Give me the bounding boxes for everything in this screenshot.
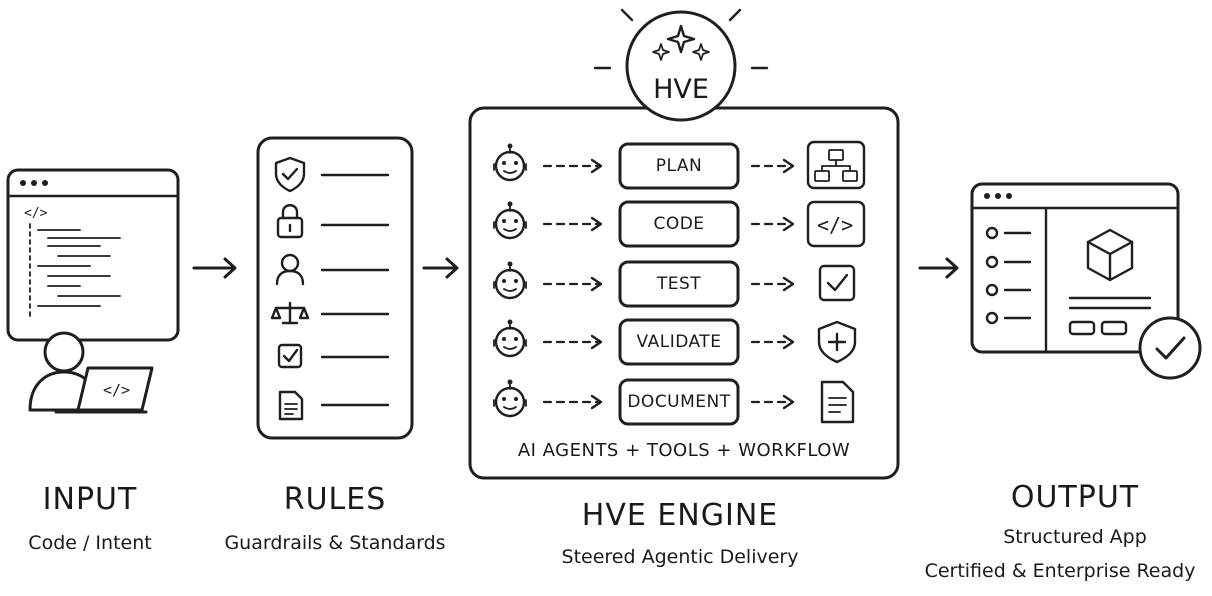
hve-badge-label: HVE: [653, 74, 709, 105]
step-box: [618, 142, 740, 190]
input-subtitle: Code / Intent: [28, 532, 152, 554]
laptop-code-text: </>: [103, 381, 130, 399]
output-subtitle-line2: Certified & Enterprise Ready: [924, 560, 1196, 582]
arrow-right-icon: [192, 257, 237, 279]
step-box: [618, 318, 740, 366]
robot-icon: [493, 143, 527, 182]
cube-icon: [1086, 228, 1134, 282]
dashed-arrow-icon: [542, 394, 603, 410]
robot-icon: [493, 201, 527, 240]
step-box: [618, 260, 740, 308]
arrow-right-icon: [918, 257, 959, 279]
checkbox-icon: [818, 264, 856, 302]
hierarchy-icon: [806, 140, 866, 190]
dashed-arrow-icon: [750, 276, 795, 292]
output-subtitle-line1: Structured App: [1003, 526, 1147, 548]
step-box: [618, 378, 740, 426]
robot-icon: [493, 261, 527, 300]
code-window-icon: </>: [6, 168, 180, 342]
dashed-arrow-icon: [542, 334, 603, 350]
step-label-plan: PLAN: [655, 156, 703, 176]
input-title: INPUT: [42, 482, 138, 517]
step-label-validate: VALIDATE: [636, 332, 722, 352]
arrow-right-icon: [422, 257, 459, 279]
editor-tag-text: </>: [24, 206, 48, 221]
engine-subtitle: Steered Agentic Delivery: [561, 546, 799, 568]
lock-icon: [276, 204, 304, 239]
engine-footer: AI AGENTS + TOOLS + WORKFLOW: [517, 440, 851, 461]
dashed-arrow-icon: [542, 216, 603, 232]
user-icon: [275, 253, 305, 286]
rules-title: RULES: [283, 482, 387, 517]
dashed-arrow-icon: [750, 334, 795, 350]
dashed-arrow-icon: [750, 394, 795, 410]
step-label-document: DOCUMENT: [627, 392, 731, 412]
robot-icon: [493, 379, 527, 418]
document-icon: [820, 380, 855, 424]
step-label-code: CODE: [653, 214, 705, 234]
document-icon: [278, 390, 304, 421]
dashed-arrow-icon: [750, 158, 795, 174]
code-brackets-icon: </>: [806, 200, 866, 248]
dashed-arrow-icon: [542, 276, 603, 292]
engine-title: HVE ENGINE: [581, 498, 779, 533]
hve-badge: [593, 8, 769, 122]
output-title: OUTPUT: [1010, 480, 1140, 515]
dashed-arrow-icon: [750, 216, 795, 232]
shield-check-icon: [274, 156, 306, 193]
rules-subtitle: Guardrails & Standards: [224, 532, 446, 554]
shield-plus-icon: [817, 320, 857, 364]
scales-icon: [270, 301, 310, 325]
dashed-arrow-icon: [542, 158, 603, 174]
code-brackets-text: </>: [817, 213, 853, 237]
sparkle-icon: [652, 24, 710, 61]
checkbox-icon: [277, 343, 303, 369]
developer-icon: </>: [28, 331, 154, 414]
step-box: [618, 200, 740, 248]
certified-check-icon: [1138, 316, 1202, 380]
robot-icon: [493, 319, 527, 358]
rules-panel: [256, 136, 414, 440]
app-window-icon: [970, 182, 1180, 354]
step-label-test: TEST: [656, 274, 702, 294]
